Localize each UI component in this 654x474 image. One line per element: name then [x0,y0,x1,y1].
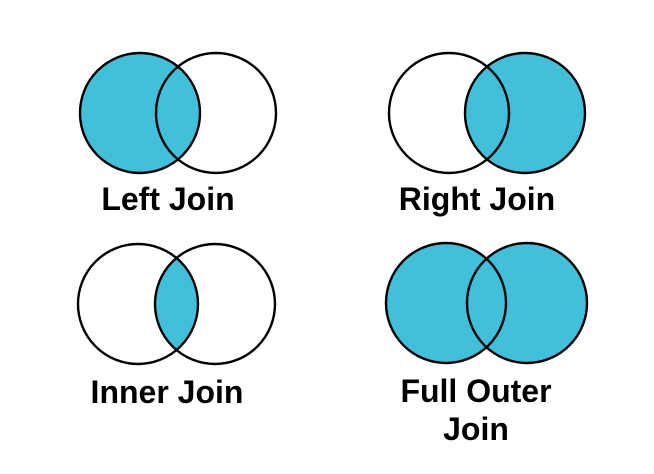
left-join-label: Left Join [101,181,234,217]
right-join-left-circle [387,51,511,175]
left-join-left-circle [78,51,202,175]
inner-join-diagram: Inner Join [76,242,277,410]
left-join-diagram: Left Join [78,51,278,217]
right-join-shaded-region [465,53,585,173]
inner-join-shaded-region [155,244,198,364]
left-join-shaded-region [80,53,200,173]
inner-join-left-circle [76,242,200,366]
right-join-right-circle [463,51,587,175]
inner-join-label: Inner Join [91,374,244,410]
full-outer-join-right-circle [465,241,589,365]
right-join-label: Right Join [399,181,555,217]
full-outer-join-label-line2: Join [443,411,509,447]
full-outer-join-label-line1: Full Outer [400,373,551,409]
full-outer-join-left-circle [384,241,508,365]
inner-join-right-circle [153,242,277,366]
full-outer-join-diagram: Full Outer Join [384,241,589,447]
right-join-diagram: Right Join [387,51,587,217]
left-join-right-circle [154,51,278,175]
